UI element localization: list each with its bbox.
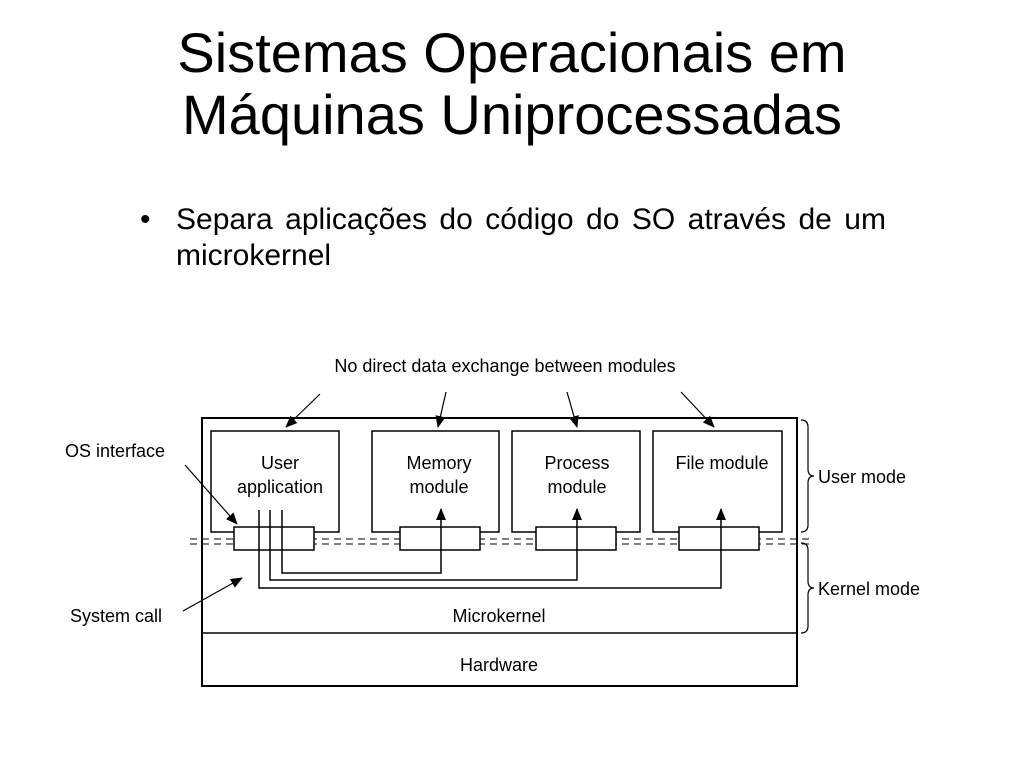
route-to-process <box>269 508 582 581</box>
kernel-mode-brace <box>800 542 815 634</box>
bullet-item: • Separa aplicações do código do SO atra… <box>140 202 886 274</box>
top-caption: No direct data exchange between modules <box>334 356 675 376</box>
process-module-label-line-2: module <box>547 477 606 497</box>
bullet-text: Separa aplicações do código do SO atravé… <box>176 203 886 272</box>
slide-title-line-1: Sistemas Operacionais em <box>177 21 847 84</box>
hardware-label: Hardware <box>460 655 538 675</box>
memory-module-label-line-1: Memory <box>406 453 471 473</box>
os-interface-label: OS interface <box>65 441 165 461</box>
user-mode-label: User mode <box>818 467 906 487</box>
memory-module-box <box>371 430 500 533</box>
file-module-label: File module <box>675 453 768 473</box>
process-module-label-line-1: Process <box>544 453 609 473</box>
system-call-label: System call <box>70 606 162 626</box>
caption-arrow-3 <box>566 391 579 428</box>
memory-module-label-line-2: module <box>409 477 468 497</box>
interface-port-file <box>678 526 760 551</box>
slide-title-line-2: Máquinas Uniprocessadas <box>182 83 842 146</box>
system-frame <box>201 417 798 687</box>
slide-title: Sistemas Operacionais em Máquinas Unipro… <box>60 22 964 146</box>
user-mode-brace <box>800 419 815 533</box>
file-module-box <box>652 430 783 533</box>
interface-port-memory <box>399 526 481 551</box>
user-application-label-line-2: application <box>237 477 323 497</box>
caption-arrow-1 <box>285 393 321 428</box>
user-application-label-line-1: User <box>261 453 299 473</box>
os-interface-arrow <box>184 464 238 525</box>
microkernel-label: Microkernel <box>452 606 545 626</box>
interface-port-user <box>233 526 315 551</box>
system-call-arrow <box>182 577 243 612</box>
bullet-marker: • <box>140 203 151 236</box>
kernel-mode-label: Kernel mode <box>818 579 920 599</box>
route-to-memory <box>281 508 446 574</box>
interface-port-process <box>535 526 617 551</box>
route-to-file <box>258 508 726 589</box>
bullet-list: • Separa aplicações do código do SO atra… <box>140 202 886 274</box>
caption-arrow-4 <box>680 391 715 428</box>
caption-arrow-2 <box>435 391 447 428</box>
